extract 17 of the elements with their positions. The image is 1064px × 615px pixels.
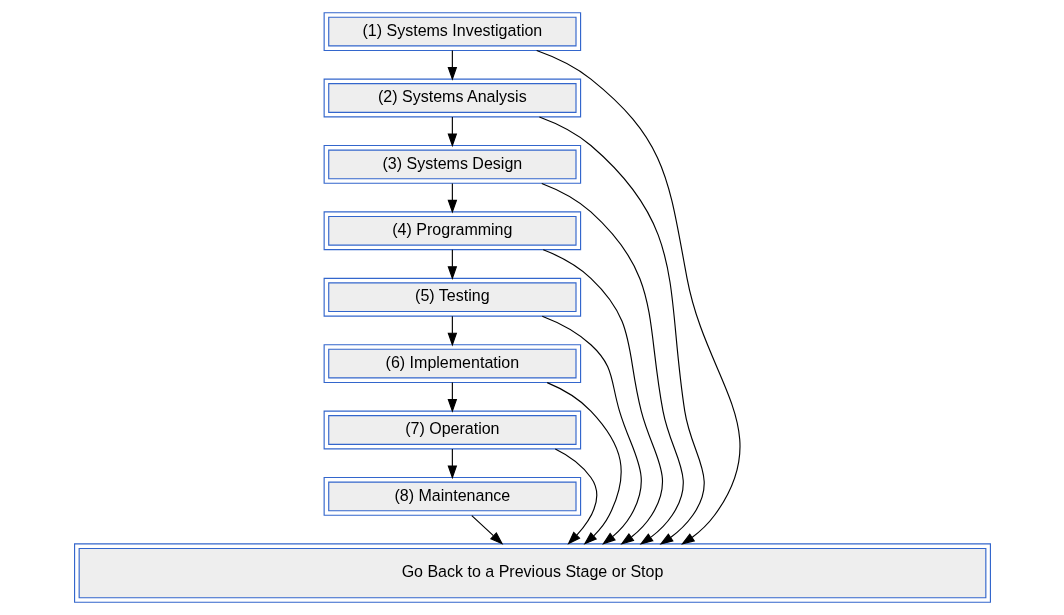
node-box: (7) Operation — [323, 410, 581, 450]
arrow — [541, 315, 642, 545]
node-box: (1) Systems Investigation — [323, 12, 581, 52]
node-box: (4) Programming — [323, 211, 581, 251]
node-box: Go Back to a Previous Stage or Stop — [73, 543, 991, 603]
node-box: (6) Implementation — [323, 344, 581, 384]
node-box: (8) Maintenance — [323, 476, 581, 516]
arrow — [546, 382, 622, 545]
arrow — [538, 116, 705, 545]
node-box: (3) Systems Design — [323, 144, 581, 184]
arrow — [542, 249, 663, 545]
arrow — [540, 182, 684, 545]
node-box: (5) Testing — [323, 277, 581, 317]
arrow — [535, 49, 740, 545]
arrow — [554, 448, 597, 545]
arrow — [470, 514, 503, 545]
node-box: (2) Systems Analysis — [323, 78, 581, 118]
